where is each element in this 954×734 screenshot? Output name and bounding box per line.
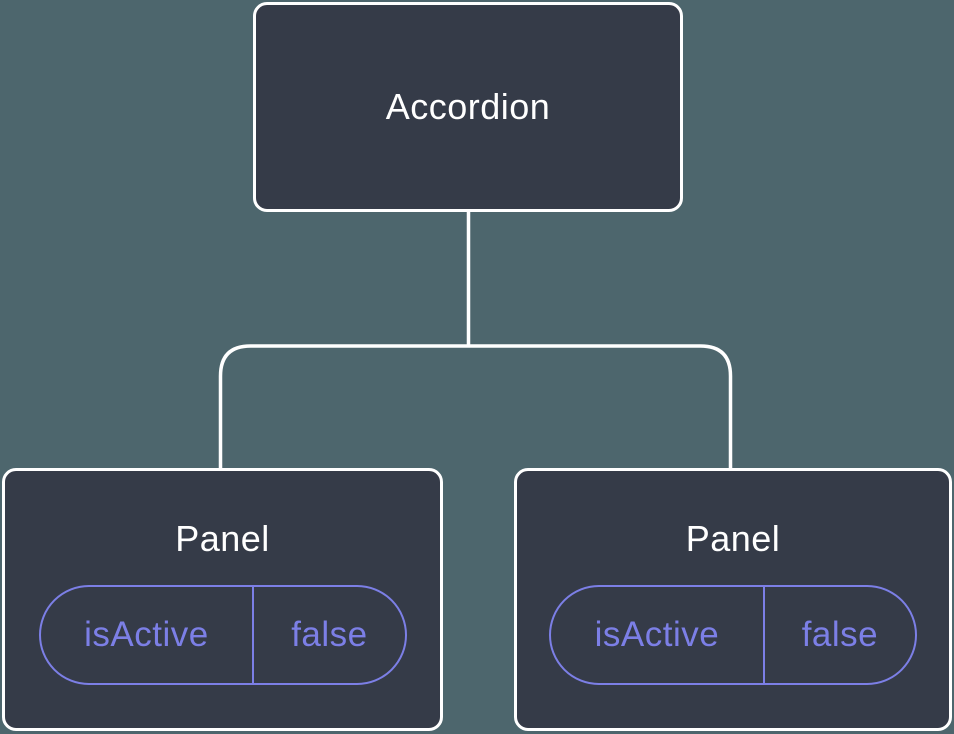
state-pill-right: isActive false [549,585,917,686]
accordion-node-label: Accordion [385,86,551,127]
accordion-node: Accordion [253,2,683,212]
panel-node-left-label: Panel [175,518,270,559]
panel-node-right: Panel isActive false [514,468,952,731]
state-key-right: isActive [551,587,765,684]
connector-branch-bracket [218,344,733,470]
state-value-left: false [291,615,368,655]
panel-node-right-label: Panel [685,518,781,559]
panel-node-left: Panel isActive false [2,468,443,731]
state-value-right: false [801,615,879,655]
state-key-left: isActive [41,587,255,684]
state-pill-left: isActive false [38,585,407,686]
